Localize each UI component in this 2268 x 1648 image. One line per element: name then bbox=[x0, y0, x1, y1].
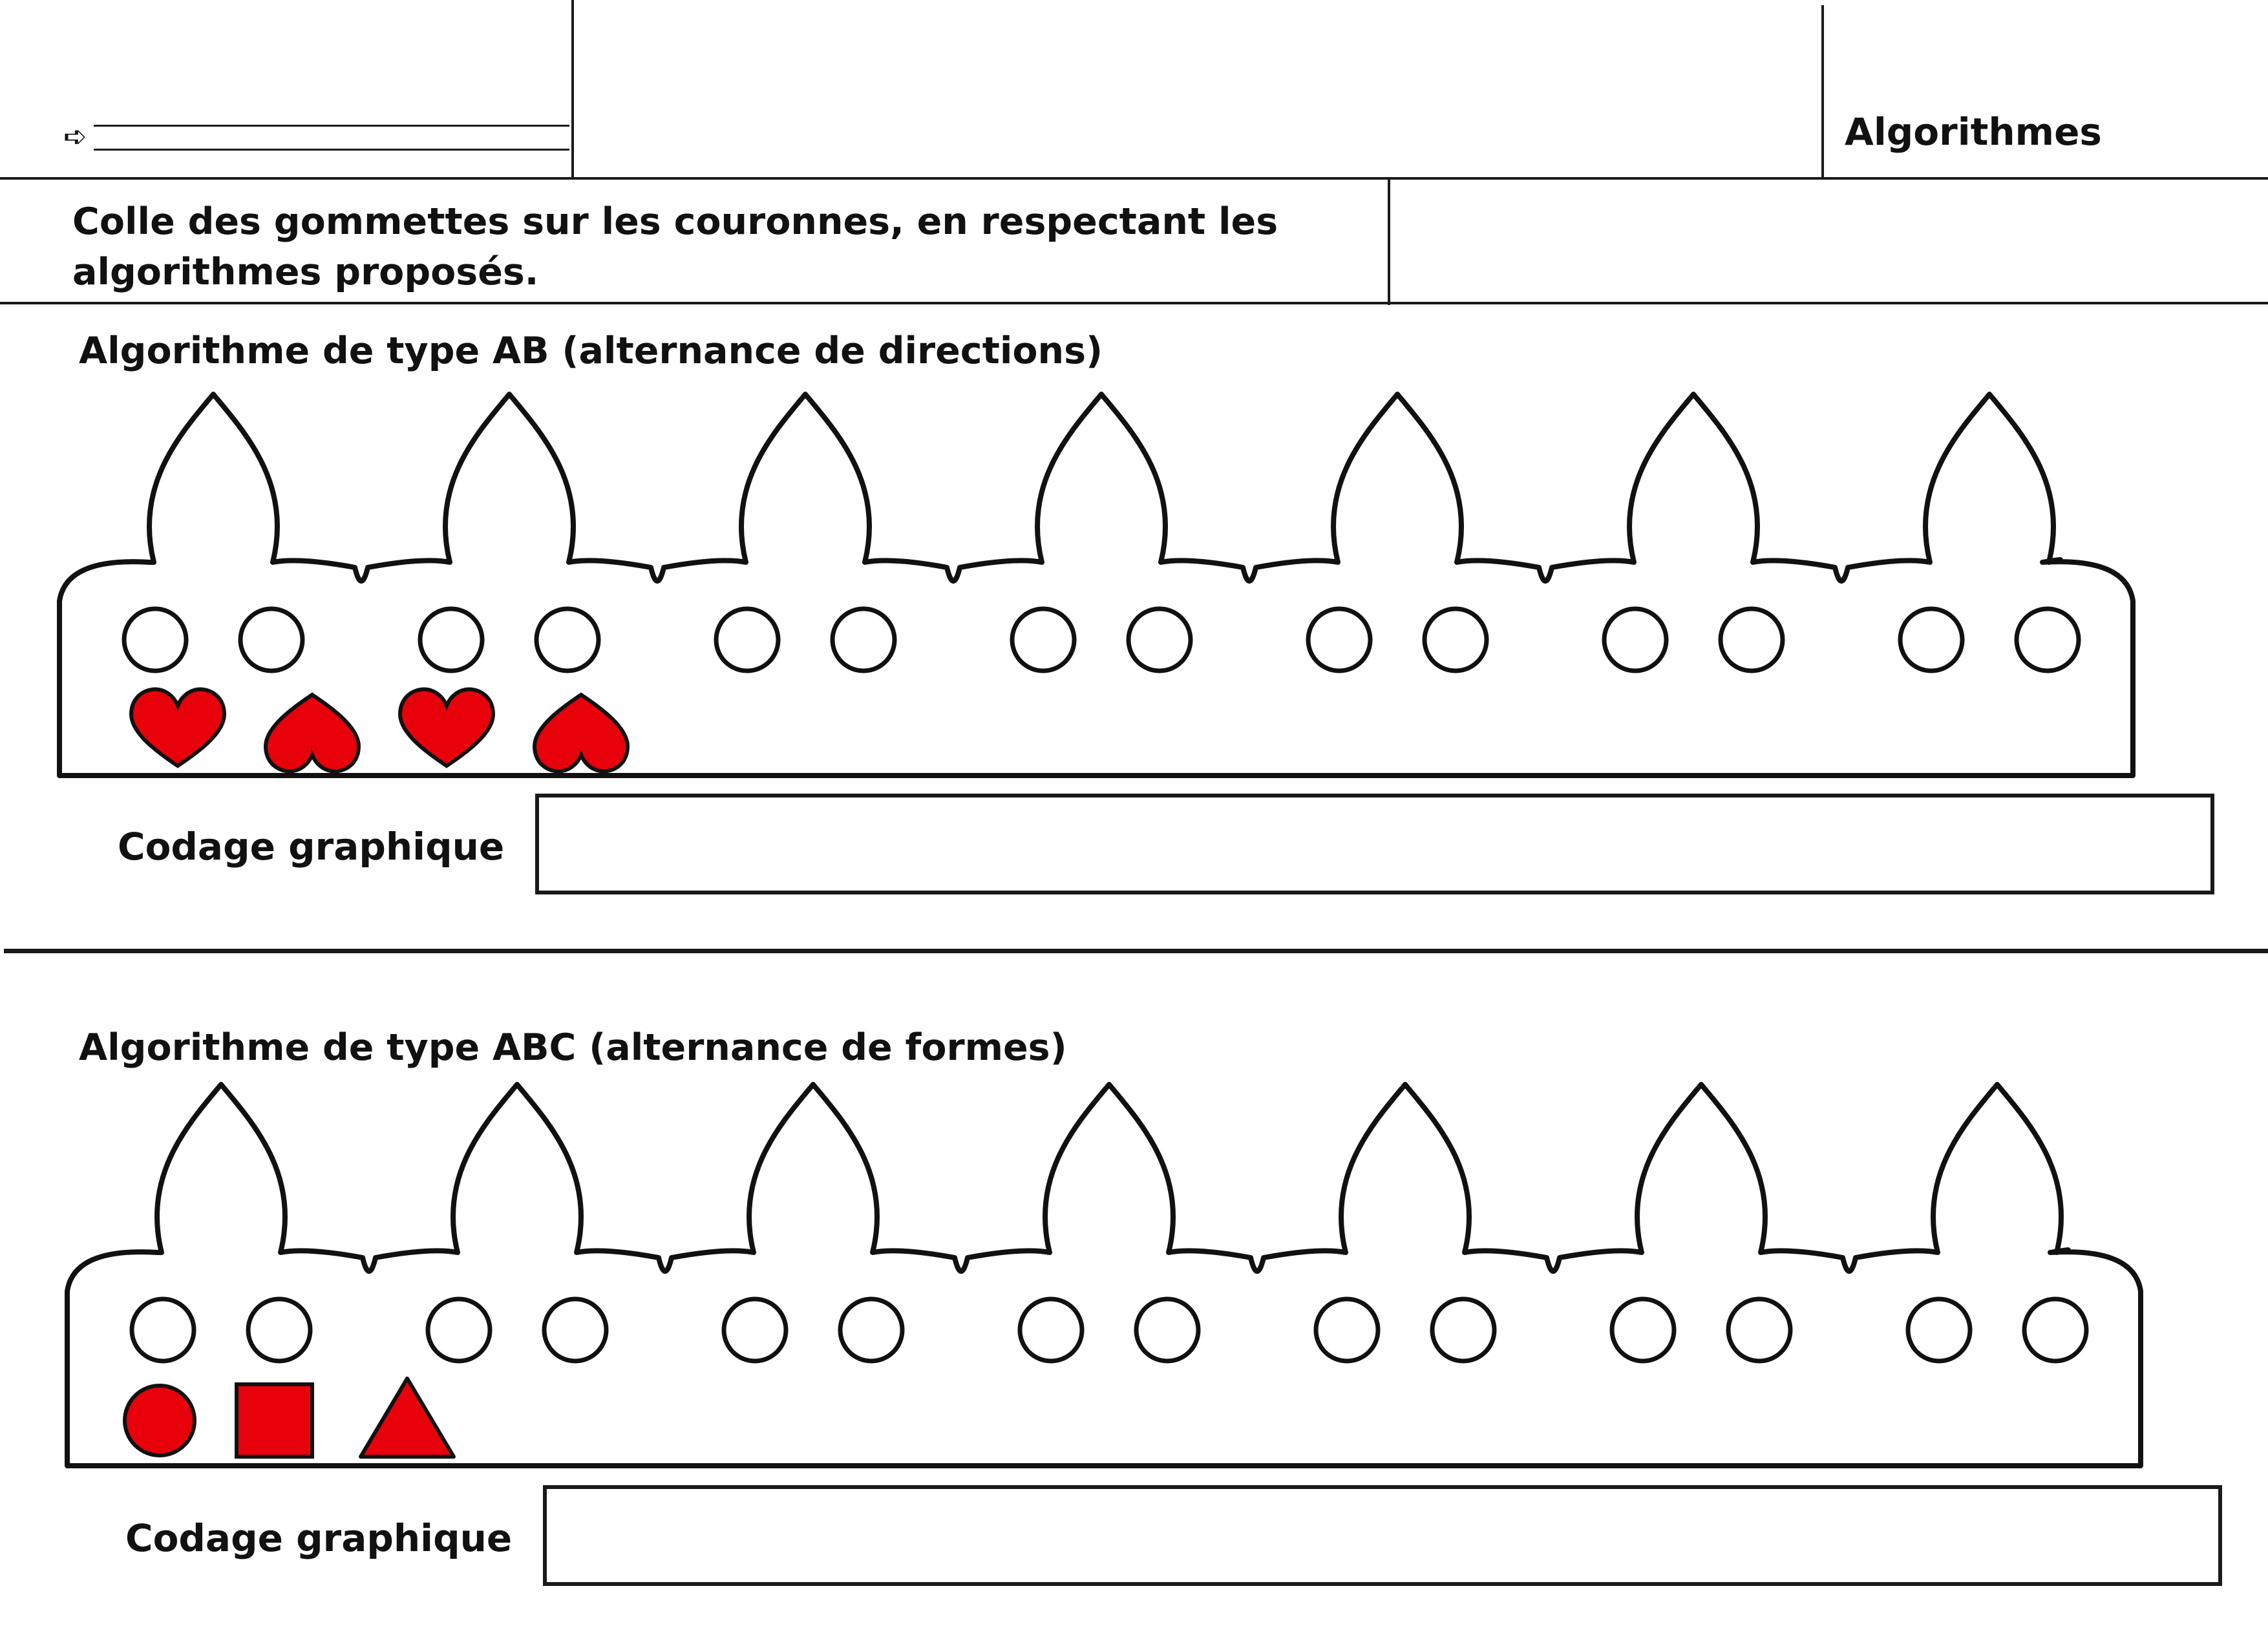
sticker-hole bbox=[1010, 606, 1077, 673]
sticker-hole bbox=[1134, 1296, 1201, 1364]
crown-outline bbox=[57, 392, 2136, 778]
square-sticker bbox=[235, 1382, 314, 1459]
sticker-hole bbox=[1430, 1296, 1497, 1364]
instruction-bottom-rule bbox=[0, 302, 2268, 304]
coding-label-abc: Codage graphique bbox=[125, 1516, 513, 1560]
sticker-hole bbox=[830, 606, 897, 673]
sticker-hole bbox=[534, 606, 601, 673]
sticker-hole bbox=[721, 1296, 789, 1364]
heart-down-sticker bbox=[263, 692, 361, 774]
section-heading-abc: Algorithme de type ABC (alternance de fo… bbox=[79, 1026, 1067, 1069]
sticker-hole bbox=[1422, 606, 1489, 673]
heart-down-sticker bbox=[532, 692, 630, 774]
sticker-hole bbox=[2022, 1296, 2089, 1364]
heart-shape bbox=[129, 687, 227, 768]
heart-shape bbox=[397, 687, 496, 768]
sticker-hole bbox=[129, 1296, 196, 1364]
sticker-hole bbox=[1126, 606, 1193, 673]
sticker-hole bbox=[1313, 1296, 1381, 1364]
heart-up-sticker bbox=[397, 687, 496, 768]
sticker-hole bbox=[1718, 606, 1785, 673]
heart-shape bbox=[263, 692, 361, 774]
section-separator bbox=[4, 949, 2268, 953]
sticker-hole bbox=[238, 606, 305, 673]
sticker-hole bbox=[1017, 1296, 1085, 1364]
crown-outline bbox=[65, 1082, 2143, 1468]
sticker-hole bbox=[1609, 1296, 1677, 1364]
triangle-sticker bbox=[359, 1377, 456, 1459]
sticker-hole bbox=[1602, 606, 1669, 673]
sticker-hole bbox=[838, 1296, 905, 1364]
sticker-hole bbox=[1306, 606, 1373, 673]
name-line-1 bbox=[94, 125, 569, 127]
name-line-2 bbox=[94, 149, 569, 151]
heart-shape bbox=[532, 692, 630, 774]
header-bottom-rule bbox=[0, 177, 2268, 180]
header-divider-left bbox=[571, 0, 574, 178]
heart-up-sticker bbox=[129, 687, 227, 768]
circle-sticker bbox=[123, 1384, 196, 1457]
sticker-hole bbox=[1726, 1296, 1793, 1364]
sticker-hole bbox=[425, 1296, 493, 1364]
header-divider-right bbox=[1821, 5, 1824, 178]
sticker-hole bbox=[542, 1296, 609, 1364]
coding-label-ab: Codage graphique bbox=[118, 825, 505, 869]
coding-box-ab[interactable] bbox=[535, 794, 2214, 894]
sticker-hole bbox=[122, 606, 189, 673]
section-heading-ab: Algorithme de type AB (alternance de dir… bbox=[79, 330, 1103, 372]
sticker-hole bbox=[246, 1296, 313, 1364]
page-title: Algorithmes bbox=[1845, 110, 2102, 154]
instruction-text: Colle des gommettes sur les couronnes, e… bbox=[72, 200, 1278, 293]
sticker-hole bbox=[2014, 606, 2081, 673]
sticker-hole bbox=[1905, 1296, 1973, 1364]
arrow-icon: ➪ bbox=[63, 120, 87, 153]
coding-box-abc[interactable] bbox=[543, 1485, 2222, 1586]
sticker-hole bbox=[714, 606, 781, 673]
instruction-divider bbox=[1388, 178, 1390, 305]
sticker-hole bbox=[1898, 606, 1965, 673]
sticker-hole bbox=[418, 606, 485, 673]
